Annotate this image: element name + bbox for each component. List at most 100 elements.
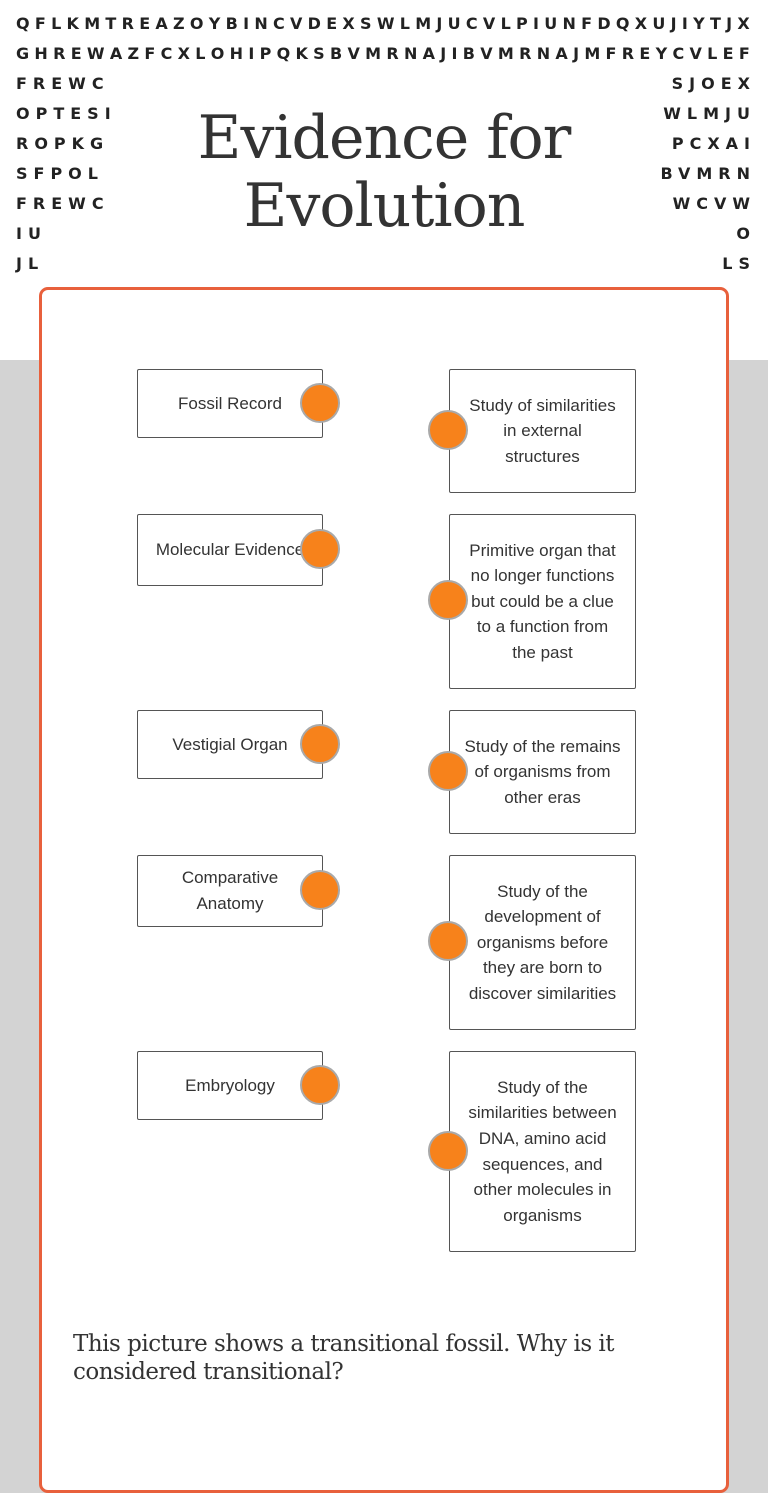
term-box[interactable]: Molecular Evidence bbox=[137, 514, 323, 586]
letter: L bbox=[500, 14, 511, 33]
letter: S bbox=[313, 44, 325, 63]
letter: V bbox=[689, 44, 702, 63]
term-connector-dot[interactable] bbox=[300, 870, 340, 910]
letter-fragment-right: SJOEX bbox=[671, 74, 756, 93]
term-label: Embryology bbox=[185, 1075, 275, 1095]
letter: C bbox=[160, 44, 173, 63]
letter: G bbox=[16, 44, 30, 63]
letter: M bbox=[84, 14, 101, 33]
letter-fragment-left: SFPOL bbox=[16, 164, 104, 183]
definition-box[interactable]: Study of the similarities between DNA, a… bbox=[449, 1051, 636, 1252]
letter: J bbox=[436, 14, 443, 33]
question-text: This picture shows a transitional fossil… bbox=[73, 1331, 615, 1385]
definition-label: Study of the similarities between DNA, a… bbox=[468, 1077, 617, 1225]
letter: V bbox=[290, 14, 303, 33]
letter: R bbox=[121, 14, 134, 33]
letter-fragment-right: WCVW bbox=[672, 194, 756, 213]
letter: F bbox=[581, 14, 593, 33]
definition-box[interactable]: Study of similarities in external struct… bbox=[449, 369, 636, 493]
title-line-2: Evolution bbox=[243, 171, 526, 241]
letter: A bbox=[109, 44, 123, 63]
letter: X bbox=[634, 14, 648, 33]
letter: N bbox=[536, 44, 551, 63]
letter: D bbox=[597, 14, 611, 33]
letter: K bbox=[295, 44, 308, 63]
letter: J bbox=[726, 14, 733, 33]
letter: D bbox=[307, 14, 321, 33]
letter: A bbox=[422, 44, 436, 63]
letter: X bbox=[177, 44, 191, 63]
letter: N bbox=[562, 14, 576, 33]
definition-label: Study of the remains of organisms from o… bbox=[464, 736, 621, 807]
letter: F bbox=[738, 44, 750, 63]
letter: B bbox=[225, 14, 238, 33]
letter: I bbox=[248, 44, 255, 63]
letter: R bbox=[519, 44, 532, 63]
letter: F bbox=[144, 44, 156, 63]
definition-box[interactable]: Primitive organ that no longer functions… bbox=[449, 514, 636, 689]
letter: Y bbox=[655, 44, 668, 63]
definition-connector-dot[interactable] bbox=[428, 1131, 468, 1171]
definition-connector-dot[interactable] bbox=[428, 580, 468, 620]
letter: Z bbox=[127, 44, 140, 63]
definition-label: Primitive organ that no longer functions… bbox=[469, 540, 616, 662]
letter: A bbox=[155, 14, 168, 33]
letter: M bbox=[584, 44, 601, 63]
term-box[interactable]: Vestigial Organ bbox=[137, 710, 323, 779]
definition-connector-dot[interactable] bbox=[428, 921, 468, 961]
letter: Q bbox=[615, 14, 630, 33]
letter: W bbox=[376, 14, 395, 33]
matching-card: Fossil Record Molecular Evidence Vestigi… bbox=[39, 287, 729, 1493]
letter: N bbox=[403, 44, 418, 63]
letter: T bbox=[709, 14, 721, 33]
term-connector-dot[interactable] bbox=[300, 383, 340, 423]
letter: J bbox=[573, 44, 580, 63]
letter-fragment-left: ROPKG bbox=[16, 134, 110, 153]
letter-fragment-left: FREWC bbox=[16, 74, 110, 93]
letter-fragment-left: FREWC bbox=[16, 194, 110, 213]
letter: Z bbox=[173, 14, 185, 33]
letter: Y bbox=[693, 14, 705, 33]
term-box[interactable]: Fossil Record bbox=[137, 369, 323, 438]
letter: K bbox=[66, 14, 79, 33]
letter: R bbox=[53, 44, 66, 63]
letter-fragment-right: BVMRN bbox=[660, 164, 756, 183]
letter: J bbox=[670, 14, 677, 33]
term-box[interactable]: Comparative Anatomy bbox=[137, 855, 323, 927]
letter: M bbox=[365, 44, 382, 63]
page-title: Evidence for Evolution bbox=[150, 104, 618, 240]
letter: I bbox=[681, 14, 688, 33]
letter: J bbox=[440, 44, 447, 63]
term-connector-dot[interactable] bbox=[300, 529, 340, 569]
letter: L bbox=[195, 44, 206, 63]
definition-label: Study of the development of organisms be… bbox=[468, 881, 617, 1003]
term-connector-dot[interactable] bbox=[300, 1065, 340, 1105]
term-connector-dot[interactable] bbox=[300, 724, 340, 764]
term-box[interactable]: Embryology bbox=[137, 1051, 323, 1120]
letter: X bbox=[737, 14, 750, 33]
letter: F bbox=[605, 44, 617, 63]
letter: Q bbox=[276, 44, 291, 63]
definition-connector-dot[interactable] bbox=[428, 410, 468, 450]
letter: A bbox=[555, 44, 568, 63]
letter: E bbox=[722, 44, 734, 63]
letter: V bbox=[482, 14, 496, 33]
letter: I bbox=[451, 44, 458, 63]
letter: N bbox=[254, 14, 268, 33]
definition-connector-dot[interactable] bbox=[428, 751, 468, 791]
letter: W bbox=[86, 44, 105, 63]
letter: X bbox=[342, 14, 355, 33]
letter: P bbox=[516, 14, 528, 33]
letter: L bbox=[707, 44, 718, 63]
letter: C bbox=[465, 14, 478, 33]
definition-box[interactable]: Study of the development of organisms be… bbox=[449, 855, 636, 1030]
definition-box[interactable]: Study of the remains of organisms from o… bbox=[449, 710, 636, 834]
letter: O bbox=[189, 14, 204, 33]
letter: R bbox=[386, 44, 399, 63]
letter: F bbox=[34, 14, 46, 33]
